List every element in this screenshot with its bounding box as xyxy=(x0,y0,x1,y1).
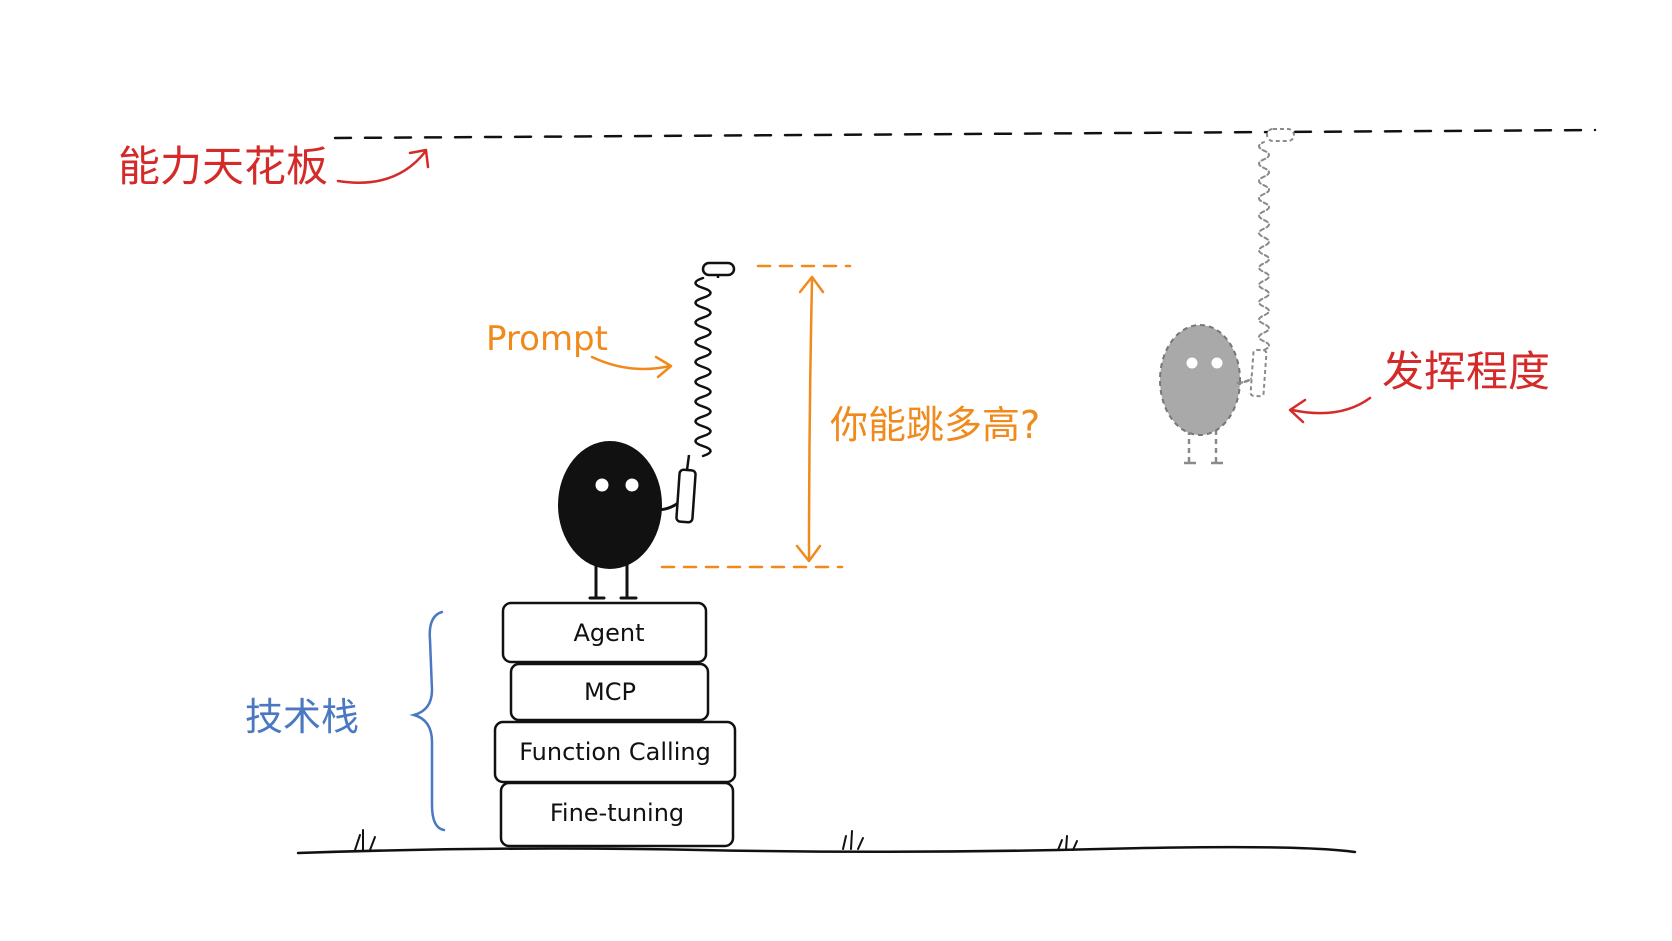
stack-block-fine-tuning: Fine-tuning xyxy=(499,781,735,848)
grass-tuft-icon xyxy=(354,829,376,851)
black-bean-figure xyxy=(558,441,687,600)
stack-block-label: Agent xyxy=(573,619,644,647)
eye-icon xyxy=(595,478,609,492)
grass-tuft-icon xyxy=(842,830,864,850)
grass-tuft-icon xyxy=(1057,835,1078,851)
ceiling-dashed-line xyxy=(333,128,1597,140)
tech-stack-brace-icon xyxy=(409,610,446,832)
spring-handle-icon xyxy=(675,261,736,524)
ghost-bean-figure xyxy=(1159,324,1259,465)
height-double-arrow-icon xyxy=(795,275,825,563)
prompt-label: Prompt xyxy=(486,319,608,359)
eye-icon xyxy=(625,478,639,492)
stack-block-label: MCP xyxy=(584,678,636,706)
tech-stack-label: 技术栈 xyxy=(245,695,359,739)
ghost-spring-handle-icon xyxy=(1249,128,1295,398)
ceiling-arrow-icon xyxy=(336,148,430,184)
prompt-arrow-icon xyxy=(590,355,673,379)
stack-block-label: Fine-tuning xyxy=(550,799,684,827)
ground-line xyxy=(296,845,1357,855)
eye-icon xyxy=(1211,357,1223,369)
ceiling-label: 能力天花板 xyxy=(118,142,328,191)
eye-icon xyxy=(1186,357,1198,369)
stack-block-mcp: MCP xyxy=(509,662,710,722)
stack-block-function-calling: Function Calling xyxy=(493,720,737,784)
performance-arrow-icon xyxy=(1288,396,1372,424)
jump-question-label: 你能跳多高? xyxy=(830,403,1040,447)
stack-block-agent: Agent xyxy=(501,601,708,664)
performance-label: 发挥程度 xyxy=(1382,347,1550,396)
stack-block-label: Function Calling xyxy=(519,738,711,766)
tech-stack: Agent MCP Function Calling Fine-tuning xyxy=(493,601,737,848)
